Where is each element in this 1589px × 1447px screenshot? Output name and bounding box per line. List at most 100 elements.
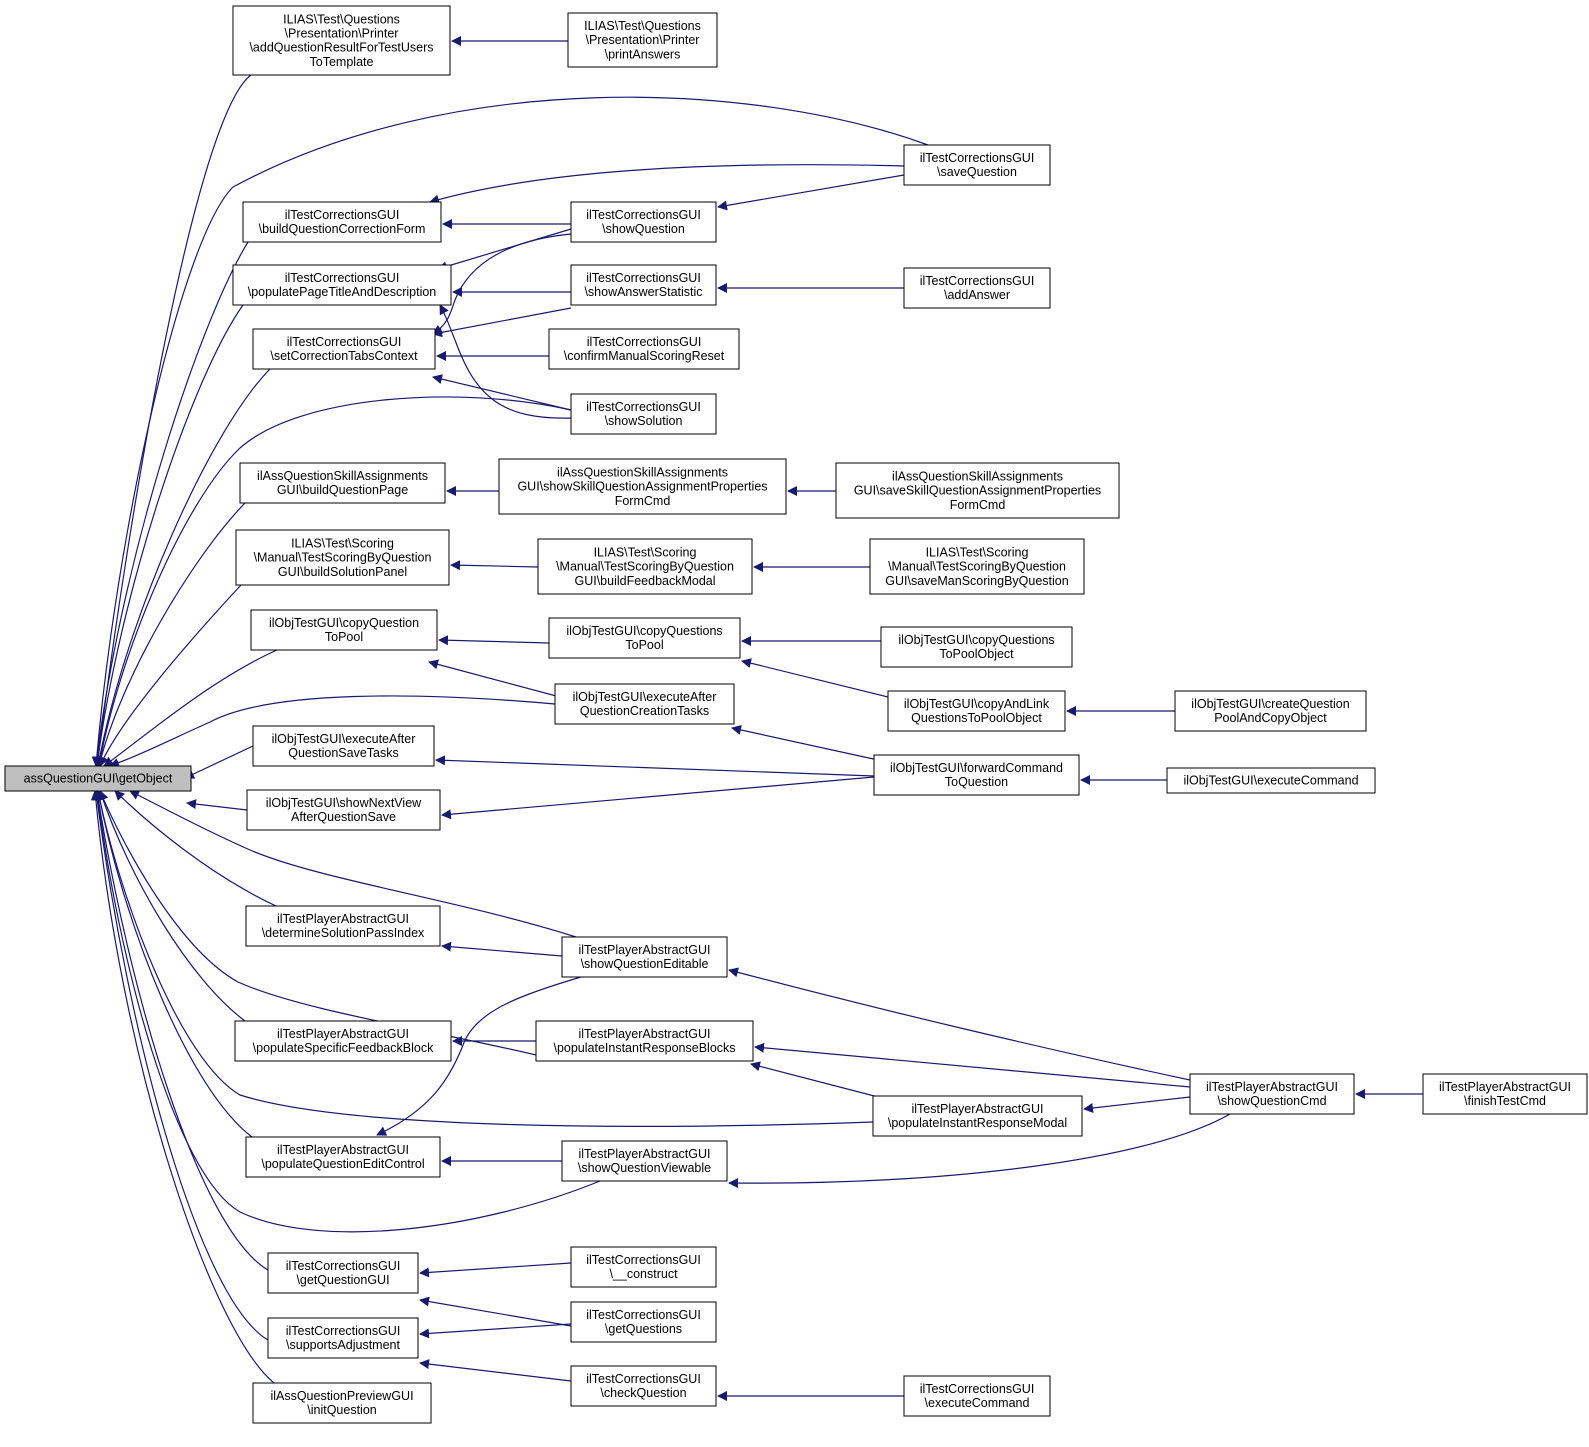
node-label-line: \populateInstantResponseBlocks xyxy=(553,1041,735,1055)
caller-node: ilTestPlayerAbstractGUI\populateInstantR… xyxy=(535,1020,754,1062)
call-edge-d3-to-b10 xyxy=(728,967,1191,1081)
caller-node: ilTestPlayerAbstractGUI\populateInstantR… xyxy=(872,1095,1083,1137)
node-label-line: ilTestPlayerAbstractGUI xyxy=(912,1102,1044,1116)
node-label-line: \__construct xyxy=(609,1267,678,1281)
node-box xyxy=(554,683,735,725)
node-box xyxy=(537,538,753,595)
node-label-line: \showAnswerStatistic xyxy=(584,285,702,299)
call-edge-b2-to-a3 xyxy=(437,228,572,272)
call-edge-c7-to-a9 xyxy=(441,776,875,820)
call-edge-b14-to-a14 xyxy=(419,1323,572,1339)
node-label-line: \finishTestCmd xyxy=(1464,1094,1546,1108)
node-box xyxy=(873,754,1080,796)
node-box xyxy=(570,393,717,435)
node-box xyxy=(570,1246,717,1288)
node-box xyxy=(242,201,442,243)
call-edge-a1-to-root xyxy=(93,74,252,767)
node-label-line: \populatePageTitleAndDescription xyxy=(248,285,437,299)
caller-node: ilTestCorrectionsGUI\showAnswerStatistic xyxy=(570,264,717,306)
node-label-line: ilTestPlayerAbstractGUI xyxy=(579,1147,711,1161)
node-label-line: \initQuestion xyxy=(307,1403,377,1417)
caller-node: ilTestCorrectionsGUI\getQuestions xyxy=(570,1301,717,1343)
call-edge-b9-to-a7 xyxy=(428,659,561,698)
caller-node: ilTestCorrectionsGUI\checkQuestion xyxy=(570,1365,717,1407)
node-label-line: ilObjTestGUI\executeAfter xyxy=(272,732,416,746)
call-edge-c8-to-b11 xyxy=(750,1061,883,1099)
caller-node: ilTestCorrectionsGUI\addAnswer xyxy=(903,267,1051,309)
caller-node: ilTestPlayerAbstractGUI\determineSolutio… xyxy=(245,905,441,947)
node-box xyxy=(570,201,717,243)
call-edge-b10-to-root xyxy=(129,790,577,938)
node-label-line: ilAssQuestionSkillAssignments xyxy=(557,465,728,479)
node-label-line: \supportsAdjustment xyxy=(286,1338,400,1352)
call-edge-b10-to-a10 xyxy=(441,941,563,957)
node-label-line: \Manual\TestScoringByQuestion xyxy=(888,560,1066,574)
node-box xyxy=(232,264,452,306)
node-layer: assQuestionGUI\getObjectILIAS\Test\Quest… xyxy=(4,5,1588,1424)
node-label-line: ilTestCorrectionsGUI xyxy=(586,271,701,285)
node-box xyxy=(1422,1073,1588,1115)
node-label-line: ilTestPlayerAbstractGUI xyxy=(579,1027,711,1041)
call-edge-c7-to-a8 xyxy=(435,755,875,777)
caller-node: ilTestPlayerAbstractGUI\populateQuestion… xyxy=(245,1136,441,1178)
node-box xyxy=(267,1252,419,1294)
node-label-line: \checkQuestion xyxy=(600,1386,686,1400)
node-label-line: ToQuestion xyxy=(945,775,1008,789)
node-box xyxy=(245,905,441,947)
caller-node: ilTestPlayerAbstractGUI\finishTestCmd xyxy=(1422,1073,1588,1115)
node-box xyxy=(567,12,718,68)
node-label-line: ToPool xyxy=(625,638,663,652)
node-label-line: \Manual\TestScoringByQuestion xyxy=(556,560,734,574)
call-edge-c1-to-root xyxy=(91,96,929,767)
call-edge-a7-to-root xyxy=(103,649,278,767)
node-box xyxy=(232,5,451,76)
node-label-line: \buildQuestionCorrectionForm xyxy=(259,222,426,236)
call-edge-a11-to-root xyxy=(98,790,246,1022)
node-label-line: ilTestCorrectionsGUI xyxy=(586,400,701,414)
caller-node: ILIAS\Test\Scoring\Manual\TestScoringByQ… xyxy=(869,538,1085,595)
node-box xyxy=(903,1375,1051,1417)
node-label-line: \Presentation\Printer xyxy=(285,27,399,41)
caller-node: ilTestCorrectionsGUI\getQuestionGUI xyxy=(267,1252,419,1294)
node-label-line: \getQuestionGUI xyxy=(296,1273,389,1287)
node-box xyxy=(561,936,728,978)
caller-node: ilObjTestGUI\executeCommand xyxy=(1166,767,1376,794)
node-label-line: ilAssQuestionPreviewGUI xyxy=(270,1389,413,1403)
call-edge-d3-to-b11 xyxy=(754,1042,1191,1088)
call-edge-b9-to-root xyxy=(109,695,556,768)
node-label-line: GUI\buildQuestionPage xyxy=(277,483,408,497)
node-label-line: GUI\buildSolutionPanel xyxy=(278,565,407,579)
node-label-line: ilTestCorrectionsGUI xyxy=(285,208,400,222)
caller-node: ILIAS\Test\Questions\Presentation\Printe… xyxy=(232,5,451,76)
node-label-line: ilObjTestGUI\copyQuestion xyxy=(269,616,419,630)
node-box xyxy=(252,328,436,370)
node-label-line: ilTestCorrectionsGUI xyxy=(287,335,402,349)
call-edge-a8-to-root xyxy=(184,745,254,779)
call-edge-b3-to-a4 xyxy=(432,307,572,338)
call-edge-b10-to-a12 xyxy=(376,976,582,1136)
call-edge-d3-to-b12 xyxy=(728,1113,1231,1189)
caller-node: ilTestPlayerAbstractGUI\showQuestionEdit… xyxy=(561,936,728,978)
node-box xyxy=(903,267,1051,309)
node-label-line: ilTestPlayerAbstractGUI xyxy=(579,943,711,957)
node-label-line: GUI\saveManScoringByQuestion xyxy=(885,574,1068,588)
node-label-line: ilObjTestGUI\executeCommand xyxy=(1183,774,1358,788)
caller-node: ilTestCorrectionsGUI\showSolution xyxy=(570,393,717,435)
caller-node: ILIAS\Test\Scoring\Manual\TestScoringByQ… xyxy=(235,529,450,586)
node-label-line: ilObjTestGUI\copyQuestions xyxy=(566,624,722,638)
node-label-line: ilObjTestGUI\copyAndLink xyxy=(904,697,1050,711)
node-box xyxy=(252,1382,432,1424)
call-edge-a9-to-root xyxy=(186,799,248,811)
caller-node: ilTestCorrectionsGUI\showQuestion xyxy=(570,201,717,243)
caller-node: ilObjTestGUI\executeAfterQuestionCreatio… xyxy=(554,683,735,725)
node-label-line: ilTestPlayerAbstractGUI xyxy=(277,1027,409,1041)
node-box xyxy=(903,144,1051,186)
node-label-line: FormCmd xyxy=(615,494,671,508)
node-label-line: \addAnswer xyxy=(944,288,1010,302)
node-box xyxy=(835,462,1120,519)
caller-node: ilObjTestGUI\createQuestionPoolAndCopyOb… xyxy=(1174,690,1367,732)
node-label-line: ilTestCorrectionsGUI xyxy=(286,1259,401,1273)
